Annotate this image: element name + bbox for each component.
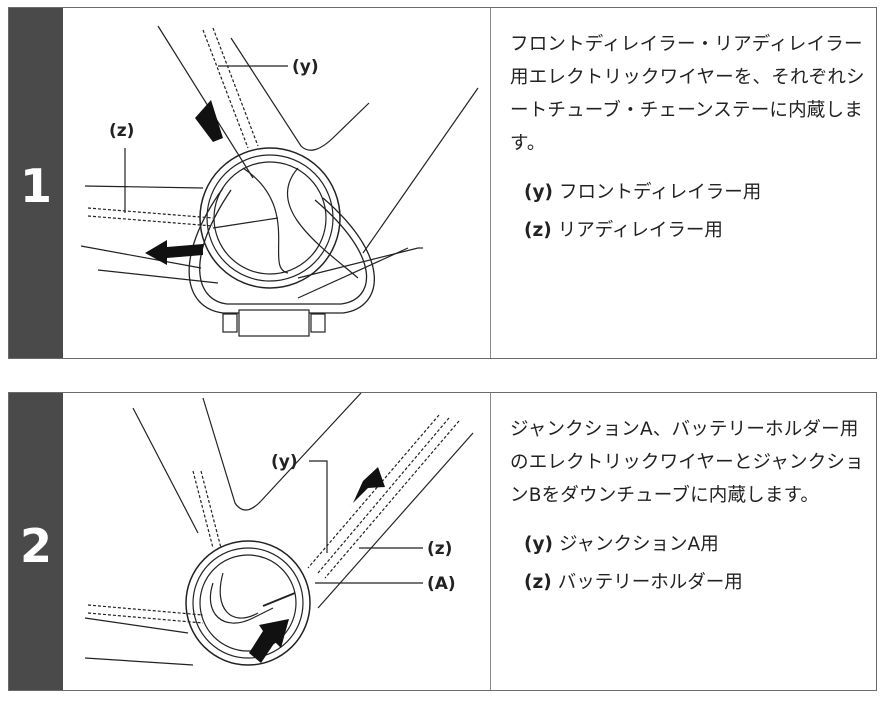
legend-text: フロントディレイラー用	[558, 182, 762, 203]
legend-text: バッテリーホルダー用	[557, 572, 743, 593]
legend-key: (z)	[524, 572, 552, 593]
callout-z: (z)	[427, 539, 452, 559]
bottom-bracket-diagram: (y) (z)	[80, 25, 479, 337]
step-2-illustration: (y) (z) (A)	[63, 393, 491, 690]
step-number-bar: 1	[9, 8, 63, 358]
step-2-text: ジャンクションA、バッテリーホルダー用のエレクトリックワイヤーとジャンクションB…	[492, 393, 876, 690]
callout-y: (y)	[271, 452, 298, 472]
step-description: フロントディレイラー・リアディレイラー用エレクトリックワイヤーを、それぞれシート…	[510, 34, 865, 154]
legend-text: ジャンクションA用	[558, 534, 719, 555]
legend-item-z: (z)リアディレイラー用	[524, 212, 866, 250]
callout-y: (y)	[292, 57, 319, 77]
legend-text: リアディレイラー用	[557, 220, 723, 241]
step-1-text: フロントディレイラー・リアディレイラー用エレクトリックワイヤーを、それぞれシート…	[492, 8, 876, 358]
legend-key: (y)	[524, 534, 553, 555]
legend-list: (y)ジャンクションA用 (z)バッテリーホルダー用	[510, 526, 866, 602]
step-1-illustration: (y) (z)	[63, 8, 491, 358]
step-description: ジャンクションA、バッテリーホルダー用のエレクトリックワイヤーとジャンクションB…	[510, 419, 864, 506]
legend-item-z: (z)バッテリーホルダー用	[524, 564, 866, 602]
callout-a: (A)	[427, 574, 456, 594]
legend-key: (z)	[524, 220, 552, 241]
legend-item-y: (y)ジャンクションA用	[524, 526, 866, 564]
legend-key: (y)	[524, 182, 553, 203]
legend-item-y: (y)フロントディレイラー用	[524, 174, 866, 212]
callout-z: (z)	[109, 121, 134, 141]
step-number: 1	[19, 159, 52, 213]
legend-list: (y)フロントディレイラー用 (z)リアディレイラー用	[510, 174, 866, 250]
down-tube-diagram: (y) (z) (A)	[84, 393, 474, 666]
step-number-bar: 2	[9, 393, 63, 690]
step-number: 2	[19, 519, 52, 573]
step-2-panel: 2	[8, 392, 877, 691]
step-1-panel: 1	[8, 7, 877, 359]
